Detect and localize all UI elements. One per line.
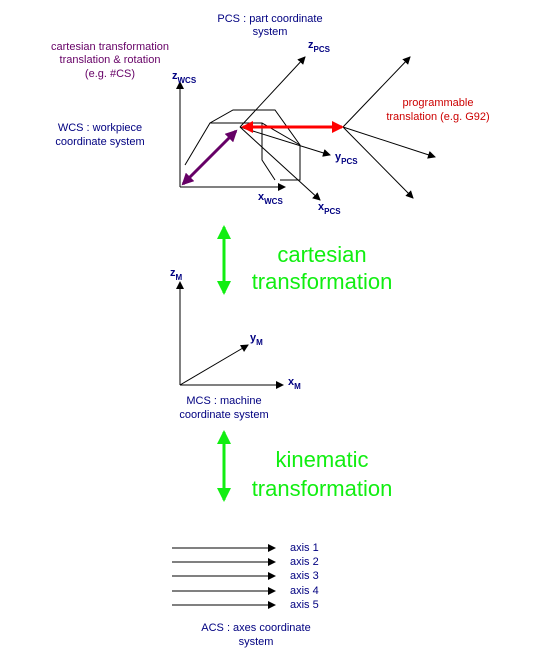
pcs-z-axis <box>239 56 306 128</box>
acs-label-line1: ACS : axes coordinate <box>201 622 310 634</box>
transform1-line2: transformation <box>252 269 393 294</box>
wcs-label-line1: WCS : workpiece <box>58 122 142 134</box>
pcs-x-label: xPCS <box>318 201 341 216</box>
mcs-y-axis <box>179 344 249 386</box>
mcs-label-line1: MCS : machine <box>186 395 261 407</box>
pcs-label-line2: system <box>253 26 288 38</box>
wcs-z-label: zWCS <box>172 70 197 85</box>
transform2-line2: transformation <box>252 476 393 501</box>
pcs2-x-axis <box>342 126 414 199</box>
acs-label-line2: system <box>239 636 274 648</box>
programmable-line1: programmable <box>403 97 474 109</box>
cartesian-note-line2: translation & rotation <box>60 54 161 66</box>
wcs-label-line2: coordinate system <box>55 136 144 148</box>
transform2-line1: kinematic <box>276 447 369 472</box>
pcs2-z-axis <box>342 56 411 128</box>
mcs-z-label: zM <box>170 267 183 282</box>
cartesian-note-line1: cartesian transformation <box>51 41 169 53</box>
axis-5-label: axis 5 <box>290 599 319 611</box>
pcs-z-label: zPCS <box>308 39 331 54</box>
axis-3-label: axis 3 <box>290 570 319 582</box>
workpiece-shape <box>184 109 301 181</box>
mcs-y-label: yM <box>250 332 263 347</box>
mcs-label-line2: coordinate system <box>179 409 268 421</box>
pcs2-y-axis <box>342 126 436 159</box>
axis-4-label: axis 4 <box>290 585 319 597</box>
cartesian-transform-arrow <box>181 129 238 186</box>
axes-list: axis 1 axis 2 axis 3 axis 4 axis 5 <box>172 542 319 611</box>
pcs-label-line1: PCS : part coordinate <box>217 13 322 25</box>
cartesian-note-line3: (e.g. #CS) <box>85 68 135 80</box>
mcs-x-label: xM <box>288 376 301 391</box>
axis-1-label: axis 1 <box>290 542 319 554</box>
pcs-y-axis <box>239 126 331 157</box>
axis-2-label: axis 2 <box>290 556 319 568</box>
programmable-line2: translation (e.g. G92) <box>386 111 489 123</box>
transform1-line1: cartesian <box>277 242 366 267</box>
pcs-y-label: yPCS <box>335 151 358 166</box>
wcs-x-label: xWCS <box>258 191 283 206</box>
pcs-x-axis <box>239 126 321 201</box>
